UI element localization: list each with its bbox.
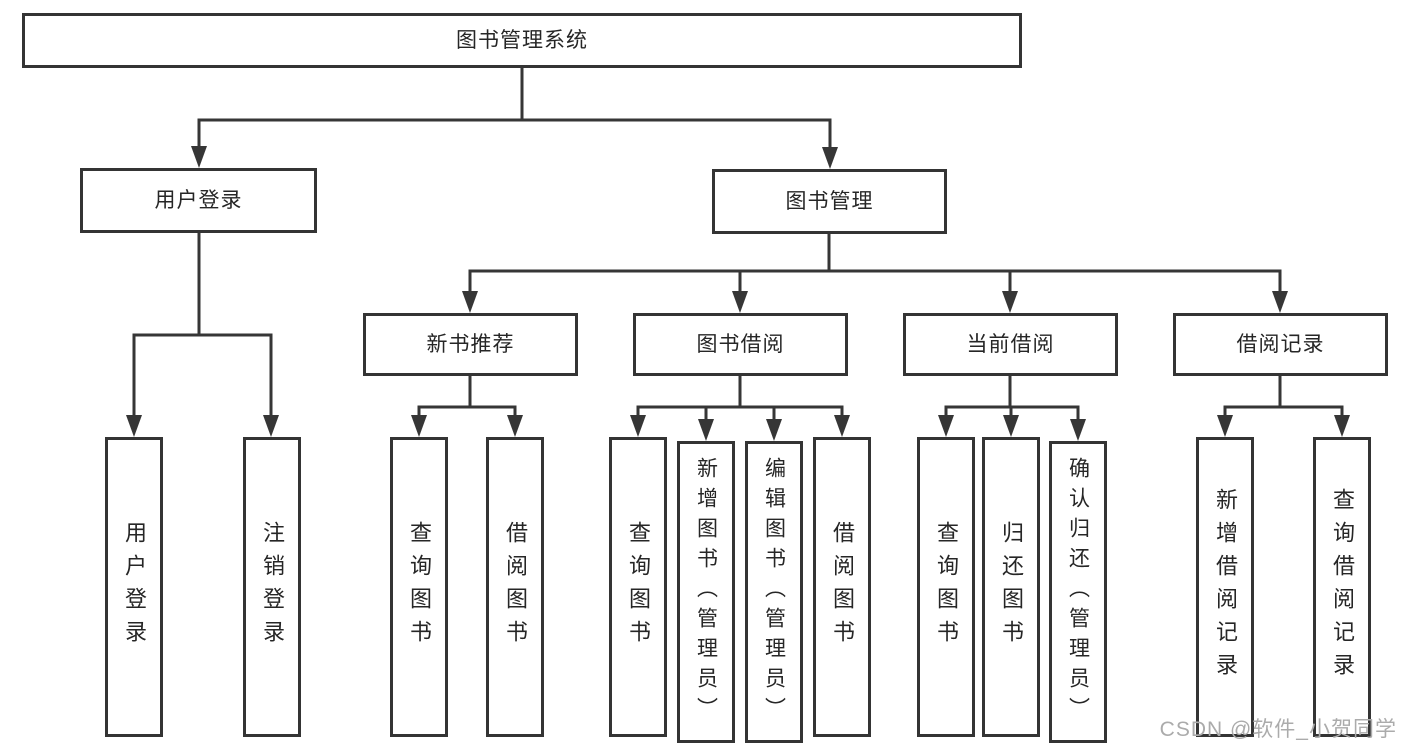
node-book-management: 图书管理 <box>712 169 947 234</box>
leaf-query-books-borrow: 查询图书 <box>609 437 667 737</box>
node-book-borrow: 图书借阅 <box>633 313 848 376</box>
node-current-borrow: 当前借阅 <box>903 313 1118 376</box>
leaf-borrow-books: 借阅图书 <box>813 437 871 737</box>
leaf-add-borrow-record: 新增借阅记录 <box>1196 437 1254 737</box>
leaf-add-books-admin: 新增图书（管理员） <box>677 441 735 743</box>
leaf-user-login: 用户登录 <box>105 437 163 737</box>
leaf-borrow-books-recommend: 借阅图书 <box>486 437 544 737</box>
watermark: CSDN @软件_小贺同学 <box>1159 718 1397 741</box>
leaf-query-borrow-record: 查询借阅记录 <box>1313 437 1371 737</box>
leaf-edit-books-admin: 编辑图书（管理员） <box>745 441 803 743</box>
leaf-return-books: 归还图书 <box>982 437 1040 737</box>
leaf-confirm-return-admin: 确认归还（管理员） <box>1049 441 1107 743</box>
leaf-logout: 注销登录 <box>243 437 301 737</box>
leaf-query-books-current: 查询图书 <box>917 437 975 737</box>
node-new-book-recommend: 新书推荐 <box>363 313 578 376</box>
node-borrow-record: 借阅记录 <box>1173 313 1388 376</box>
node-user-login: 用户登录 <box>80 168 317 233</box>
node-root: 图书管理系统 <box>22 13 1022 68</box>
leaf-query-books-recommend: 查询图书 <box>390 437 448 737</box>
